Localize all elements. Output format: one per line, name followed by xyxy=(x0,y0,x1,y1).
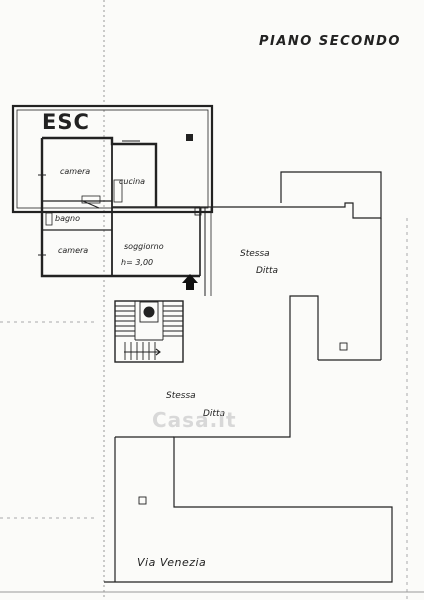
main-outline xyxy=(104,171,393,583)
elevator-marker xyxy=(143,306,155,318)
ditta-lower-line2: Ditta xyxy=(203,409,226,419)
room-label-bagno: bagno xyxy=(55,214,81,223)
stairwell xyxy=(114,300,184,363)
plan-title: PIANO SECONDO xyxy=(259,34,401,49)
room-label-camera-top: camera xyxy=(60,167,91,176)
ditta-lower-line1: Stessa xyxy=(166,391,196,401)
room-label-soggiorno: soggiorno xyxy=(124,242,164,251)
entrance-arrow-icon xyxy=(182,274,198,290)
ditta-right-line1: Stessa xyxy=(240,249,270,259)
ditta-right-line2: Ditta xyxy=(256,266,279,276)
room-label-cucina: cucina xyxy=(119,177,146,186)
esc-apartment xyxy=(11,104,214,278)
room-height-label: h= 3,00 xyxy=(121,258,154,267)
staircase-label: ESC xyxy=(42,110,90,134)
watermark: Casa.it xyxy=(152,408,237,432)
column-marker xyxy=(186,134,193,141)
street-label: Via Venezia xyxy=(137,556,207,569)
room-label-camera-bottom: camera xyxy=(58,246,89,255)
